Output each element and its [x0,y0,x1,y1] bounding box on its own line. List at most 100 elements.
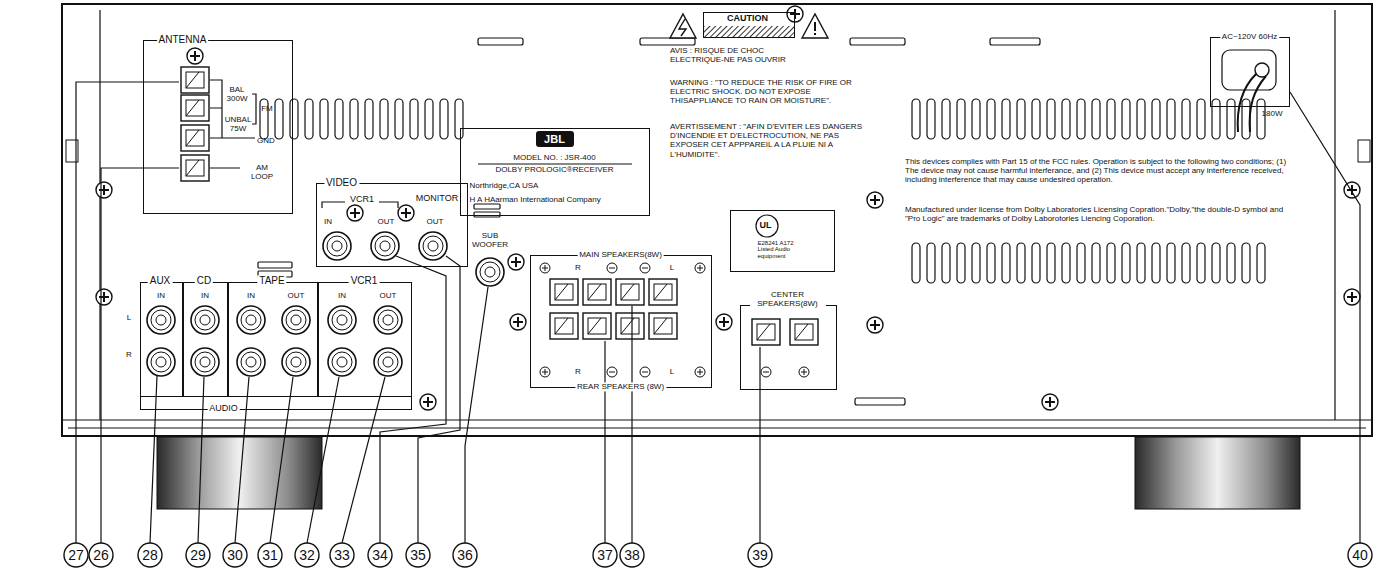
panel-text: MODEL NO. : JSR-400 [513,153,595,162]
screws [187,48,203,64]
speaker-terminals [550,313,578,339]
speaker-terminals [607,367,617,377]
screws [96,6,1360,410]
subwoofer-jack [476,258,504,286]
speaker-terminals [583,313,611,339]
panel-label: SUB WOOFER [470,231,510,249]
callout-rings [186,543,210,567]
audio-jacks [147,348,175,376]
panel-label: VCR1 [350,194,374,204]
callout-rings [620,543,644,567]
panel-text: ANTENNA [157,34,209,46]
speaker-terminals [649,313,677,339]
leader-lines [270,377,293,543]
panel-label: IN [157,291,165,300]
antenna-terminals [181,67,209,93]
model-label: JBLMODEL NO. : JSR-400DOLBY PROLOGIC®REC… [460,128,650,216]
screws [347,205,363,221]
speaker-terminals [640,263,650,273]
audio-jacks [191,348,219,376]
panel-text: TAPE [257,275,286,287]
feet [157,437,322,509]
feet [157,437,1300,509]
leader-lines [418,256,460,543]
callout-number: 29 [190,547,206,563]
power-cord [1238,74,1266,132]
panel-text: AUDIO [207,402,240,412]
panel-text: CAUTION [727,12,768,22]
slots [990,38,1040,45]
leader-lines [380,256,446,543]
callout-number: 38 [624,547,640,563]
screws [420,394,436,410]
vents [910,95,1270,143]
jack-group: VCR1 [318,282,412,397]
screws [96,182,112,198]
caution-symbols [814,22,816,35]
panel-label: R [126,350,132,359]
callout-rings [368,543,392,567]
screws [398,205,414,221]
screws [1042,394,1058,410]
panel-text: AUX [148,275,173,287]
panel-text: MAIN SPEAKERS(8W) [577,250,664,259]
callout-number: 34 [372,547,388,563]
chassis [62,4,1372,436]
speaker-terminals [540,367,550,377]
panel-label: IN [338,291,346,300]
screws [787,6,803,22]
leader-lines [604,341,605,543]
chassis [1358,140,1370,162]
leader-lines [76,82,179,543]
vents [258,95,468,143]
panel-label: GND [257,136,275,145]
panel-label: OUT [378,217,395,226]
panel-label: R [575,263,581,272]
callout-rings [64,543,1372,567]
leader-lines [465,287,488,543]
panel-label: OUT [288,291,305,300]
speaker-terminals [799,367,809,377]
video-jacks [419,232,447,260]
slots [850,38,905,45]
audio-jacks [282,306,310,334]
panel-text: JBL [544,132,565,145]
callout-rings [330,543,354,567]
antenna-terminals [210,80,256,168]
video-jacks [322,202,447,260]
speaker-terminals [607,263,617,273]
callout-number: 37 [597,547,613,563]
leader-lines [759,347,760,543]
chassis [62,4,1372,436]
callout-rings [748,543,772,567]
panel-text: CENTER SPEAKERS(8W) [750,289,826,307]
panel-label: 180W [1262,109,1283,118]
power-box: AC~120V 60Hz [1210,37,1290,107]
callout-rings [138,543,162,567]
antenna-terminals [181,125,209,151]
model-plate [478,164,632,165]
speaker-terminals [752,319,780,345]
feet [1135,437,1300,509]
panel-label: FM [261,104,273,113]
screws [96,289,112,305]
callout-rings [406,543,430,567]
callout-number: 33 [334,547,350,563]
panel-label: L [670,367,674,376]
model-plate [536,131,574,147]
subwoofer-jack [476,258,504,286]
audio-jacks [328,306,356,334]
callout-rings [64,543,88,567]
audio-jacks [191,306,219,334]
callout-number: 26 [93,547,109,563]
callout-number: 32 [299,547,315,563]
speaker-terminals [616,313,644,339]
screws [508,254,524,270]
panel-label: L [127,313,131,322]
panel-label: This devices complies with Part 15 of th… [905,157,1295,185]
speaker-panel: MAIN SPEAKERS(8W)REAR SPEAKERS (8W) [530,255,712,388]
callout-number: 27 [68,547,84,563]
callout-number: 40 [1352,547,1368,563]
chassis [62,10,1372,428]
